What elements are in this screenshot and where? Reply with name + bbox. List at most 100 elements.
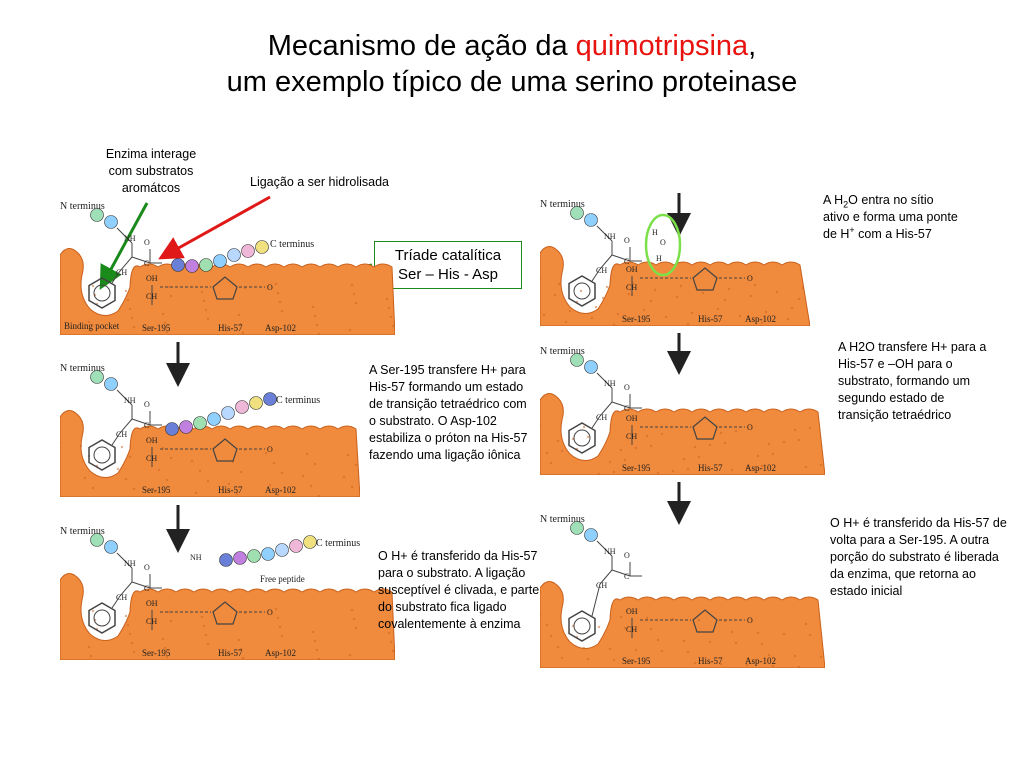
- enzyme-surface: [540, 246, 810, 326]
- enzyme-texture: [317, 657, 321, 660]
- nh-label: NH: [604, 232, 616, 241]
- asp-102-label: Asp-102: [265, 648, 296, 658]
- enzyme-texture: [730, 468, 734, 472]
- enzyme-texture: [124, 614, 128, 618]
- enzyme-texture: [712, 318, 716, 322]
- water-highlight-circle: [644, 213, 682, 277]
- note-step4: A H2O entra no sítio ativo e forma uma p…: [823, 192, 963, 243]
- n-terminus-label: N terminus: [60, 201, 105, 212]
- bead: [104, 540, 118, 554]
- enzyme-texture: [169, 294, 173, 298]
- ser-ch2: CH: [146, 454, 157, 463]
- enzyme-texture: [348, 328, 352, 332]
- enzyme-texture: [227, 482, 231, 486]
- enzyme-texture: [671, 469, 675, 473]
- enzyme-texture: [734, 641, 738, 645]
- note-step3: O H+ é transferido da His-57 para o subs…: [378, 549, 540, 631]
- enzyme-texture: [124, 289, 128, 293]
- c-terminus-label: C terminus: [276, 395, 320, 406]
- enzyme-texture: [387, 306, 391, 310]
- enzyme-texture: [590, 316, 594, 320]
- ser-oh: OH: [146, 274, 158, 283]
- enzyme-texture: [280, 471, 284, 475]
- enzyme-texture: [693, 661, 697, 665]
- enzyme-texture: [804, 622, 808, 626]
- enzyme-texture: [760, 642, 764, 646]
- enzyme-texture: [771, 452, 775, 456]
- enzyme-texture: [241, 331, 245, 335]
- enzyme-texture: [348, 653, 352, 657]
- enzyme-texture: [132, 325, 136, 329]
- enzyme-texture: [808, 426, 812, 430]
- ch2-label: CH: [116, 268, 127, 277]
- his-57-label: His-57: [218, 648, 243, 658]
- enzyme-texture: [128, 455, 132, 459]
- enzyme-texture: [165, 330, 169, 334]
- enzyme-texture: [649, 299, 653, 303]
- his-57-label: His-57: [698, 314, 723, 324]
- enzyme-texture: [301, 474, 305, 478]
- enzyme-texture: [627, 292, 631, 296]
- enzyme-texture: [686, 650, 690, 654]
- enzyme-texture: [239, 470, 243, 474]
- enzyme-texture: [116, 467, 120, 471]
- substrate-backbone: [591, 225, 642, 282]
- chain-bead: [213, 254, 227, 268]
- note-step4-c: com a His-57: [854, 227, 932, 241]
- enzyme-texture: [616, 312, 620, 316]
- enzyme-texture: [649, 627, 653, 631]
- enzyme-texture: [165, 478, 169, 482]
- imidazole-ring: [692, 609, 718, 633]
- enzyme-texture: [549, 461, 553, 465]
- enzyme-texture: [200, 290, 204, 294]
- nh-label: NH: [124, 396, 136, 405]
- chain-bead: [289, 539, 303, 553]
- enzyme-texture: [608, 647, 612, 651]
- enzyme-texture: [586, 435, 590, 439]
- benzene-inner: [93, 446, 111, 464]
- enzyme-texture: [808, 633, 812, 637]
- carbonyl-o: O: [624, 236, 630, 245]
- asp-o: O: [747, 616, 753, 625]
- enzyme-texture: [202, 447, 206, 451]
- enzyme-texture: [206, 642, 210, 646]
- imidazole-ring: [692, 416, 718, 440]
- carbonyl-o: O: [144, 238, 150, 247]
- enzyme-texture: [354, 463, 358, 467]
- enzyme-texture: [190, 459, 194, 463]
- enzyme-texture: [128, 307, 132, 311]
- nh2-label: NH: [190, 553, 202, 562]
- enzyme-texture: [579, 289, 583, 293]
- enzyme-texture: [749, 294, 753, 298]
- enzyme-texture: [723, 298, 727, 302]
- asp-102-label: Asp-102: [265, 323, 296, 333]
- nh-label: NH: [604, 379, 616, 388]
- ser-ch2: CH: [626, 432, 637, 441]
- note-step2: A Ser-195 transfere H+ para His-57 forma…: [369, 363, 528, 462]
- enzyme-texture: [682, 639, 686, 643]
- enzyme-texture: [315, 648, 319, 652]
- bead: [104, 215, 118, 229]
- enzyme-texture: [83, 476, 87, 480]
- enzyme-texture: [738, 314, 742, 318]
- enzyme-texture: [91, 486, 95, 490]
- note-step5: A H2O transfere H+ para a His-57 e –OH p…: [838, 340, 987, 422]
- enzyme-texture: [745, 663, 749, 667]
- imidazole-ring: [212, 601, 238, 625]
- enzyme-texture: [278, 300, 282, 304]
- enzyme-texture: [315, 323, 319, 327]
- enzyme-texture: [132, 650, 136, 654]
- asp-o: O: [747, 274, 753, 283]
- enzyme-texture: [797, 665, 801, 668]
- benzene-ring: [568, 422, 596, 454]
- benzene-inner: [93, 284, 111, 302]
- enzyme-texture: [730, 630, 734, 634]
- enzyme-texture: [350, 283, 354, 287]
- ser-ch2: CH: [146, 617, 157, 626]
- chain-bead: [219, 553, 233, 567]
- enzyme-texture: [389, 640, 393, 644]
- substrate-backbone: [111, 552, 162, 609]
